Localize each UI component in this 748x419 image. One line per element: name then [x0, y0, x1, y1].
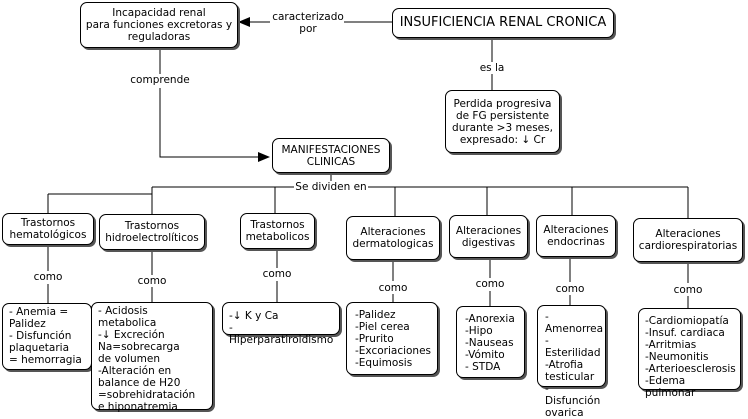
node-label: -Amenorrea -Esterilidad -Atrofia testicu…	[545, 311, 604, 419]
link-label-se-dividen: Se dividen en	[294, 181, 368, 193]
arrowhead-manifestaciones	[258, 152, 270, 162]
node-label: -↓ K y Ca -Hiperparatiroidismo	[229, 310, 334, 346]
node-trastornos-hidroelectroliticos[interactable]: Trastornos hidroelectrolíticos	[99, 214, 205, 250]
node-label: Alteraciones dermatologicas	[352, 226, 434, 250]
node-label: Perdida progresiva de FG persistente dur…	[452, 97, 553, 146]
link-label-como-endo: como	[552, 283, 588, 295]
edge-comprende-manifestaciones	[159, 88, 265, 158]
link-label-caracterizado: caracterizado por	[272, 11, 344, 35]
node-perdida-progresiva[interactable]: Perdida progresiva de FG persistente dur…	[445, 90, 560, 153]
node-alteraciones-digestivas[interactable]: Alteraciones digestivas	[449, 215, 528, 258]
node-detalle-endocrinas[interactable]: -Amenorrea -Esterilidad -Atrofia testicu…	[537, 305, 606, 419]
node-detalle-hidroelectroliticos[interactable]: - Acidosis metabolica -↓ Excreción Na=so…	[91, 302, 213, 413]
node-label: Incapacidad renal para funciones excreto…	[85, 7, 233, 43]
arrowhead-incapacidad	[238, 17, 250, 27]
link-label-es-la: es la	[472, 62, 512, 74]
node-label: INSUFICIENCIA RENAL CRONICA	[399, 15, 607, 30]
node-trastornos-metabolicos[interactable]: Trastornos metabolicos	[240, 213, 315, 249]
node-label: - Acidosis metabolica -↓ Excreción Na=so…	[98, 305, 196, 413]
node-detalle-digestivas[interactable]: -Anorexia -Hipo -Nauseas -Vómito - STDA	[456, 306, 525, 378]
node-label: -Anorexia -Hipo -Nauseas -Vómito - STDA	[465, 313, 515, 373]
node-label: Trastornos hematológicos	[9, 217, 87, 241]
node-label: Alteraciones digestivas	[455, 224, 522, 249]
node-label: Alteraciones endocrinas	[543, 224, 609, 248]
node-detalle-cardiorespiratorias[interactable]: -Cardiomiopatía -Insuf. cardiaca -Arritm…	[638, 308, 741, 399]
node-alteraciones-dermatologicas[interactable]: Alteraciones dermatologicas	[346, 216, 440, 260]
node-label: Trastornos hidroelectrolíticos	[105, 220, 199, 244]
node-label: -Cardiomiopatía -Insuf. cardiaca -Arritm…	[645, 315, 736, 399]
node-label: - Anemia = Palidez - Disfunción plaqueta…	[9, 306, 82, 366]
node-label: -Palidez -Piel cerea -Prurito -Excoriaci…	[355, 309, 432, 369]
node-label: MANIFESTACIONES CLINICAS	[281, 143, 381, 168]
link-label-como-derma: como	[375, 282, 411, 294]
link-label-como-cardio: como	[670, 284, 706, 296]
node-trastornos-hematologicos[interactable]: Trastornos hematológicos	[2, 213, 94, 245]
node-detalle-hematologicos[interactable]: - Anemia = Palidez - Disfunción plaqueta…	[2, 303, 92, 370]
node-alteraciones-endocrinas[interactable]: Alteraciones endocrinas	[536, 215, 616, 257]
node-incapacidad-renal[interactable]: Incapacidad renal para funciones excreto…	[80, 2, 238, 48]
link-label-como-hemato: como	[30, 271, 66, 283]
node-manifestaciones-clinicas[interactable]: MANIFESTACIONES CLINICAS	[272, 138, 390, 173]
node-label: Trastornos metabolicos	[245, 219, 310, 243]
link-label-comprende: comprende	[126, 74, 194, 86]
link-label-como-metab: como	[259, 268, 295, 280]
node-label: Alteraciones cardiorespiratorias	[638, 228, 738, 252]
link-label-como-hidro: como	[134, 275, 170, 287]
link-label-como-digest: como	[472, 278, 508, 290]
node-alteraciones-cardiorespiratorias[interactable]: Alteraciones cardiorespiratorias	[633, 218, 743, 262]
node-detalle-dermatologicas[interactable]: -Palidez -Piel cerea -Prurito -Excoriaci…	[346, 302, 438, 375]
node-detalle-metabolicos[interactable]: -↓ K y Ca -Hiperparatiroidismo	[222, 302, 340, 346]
node-insuficiencia-renal-cronica[interactable]: INSUFICIENCIA RENAL CRONICA	[392, 8, 614, 38]
